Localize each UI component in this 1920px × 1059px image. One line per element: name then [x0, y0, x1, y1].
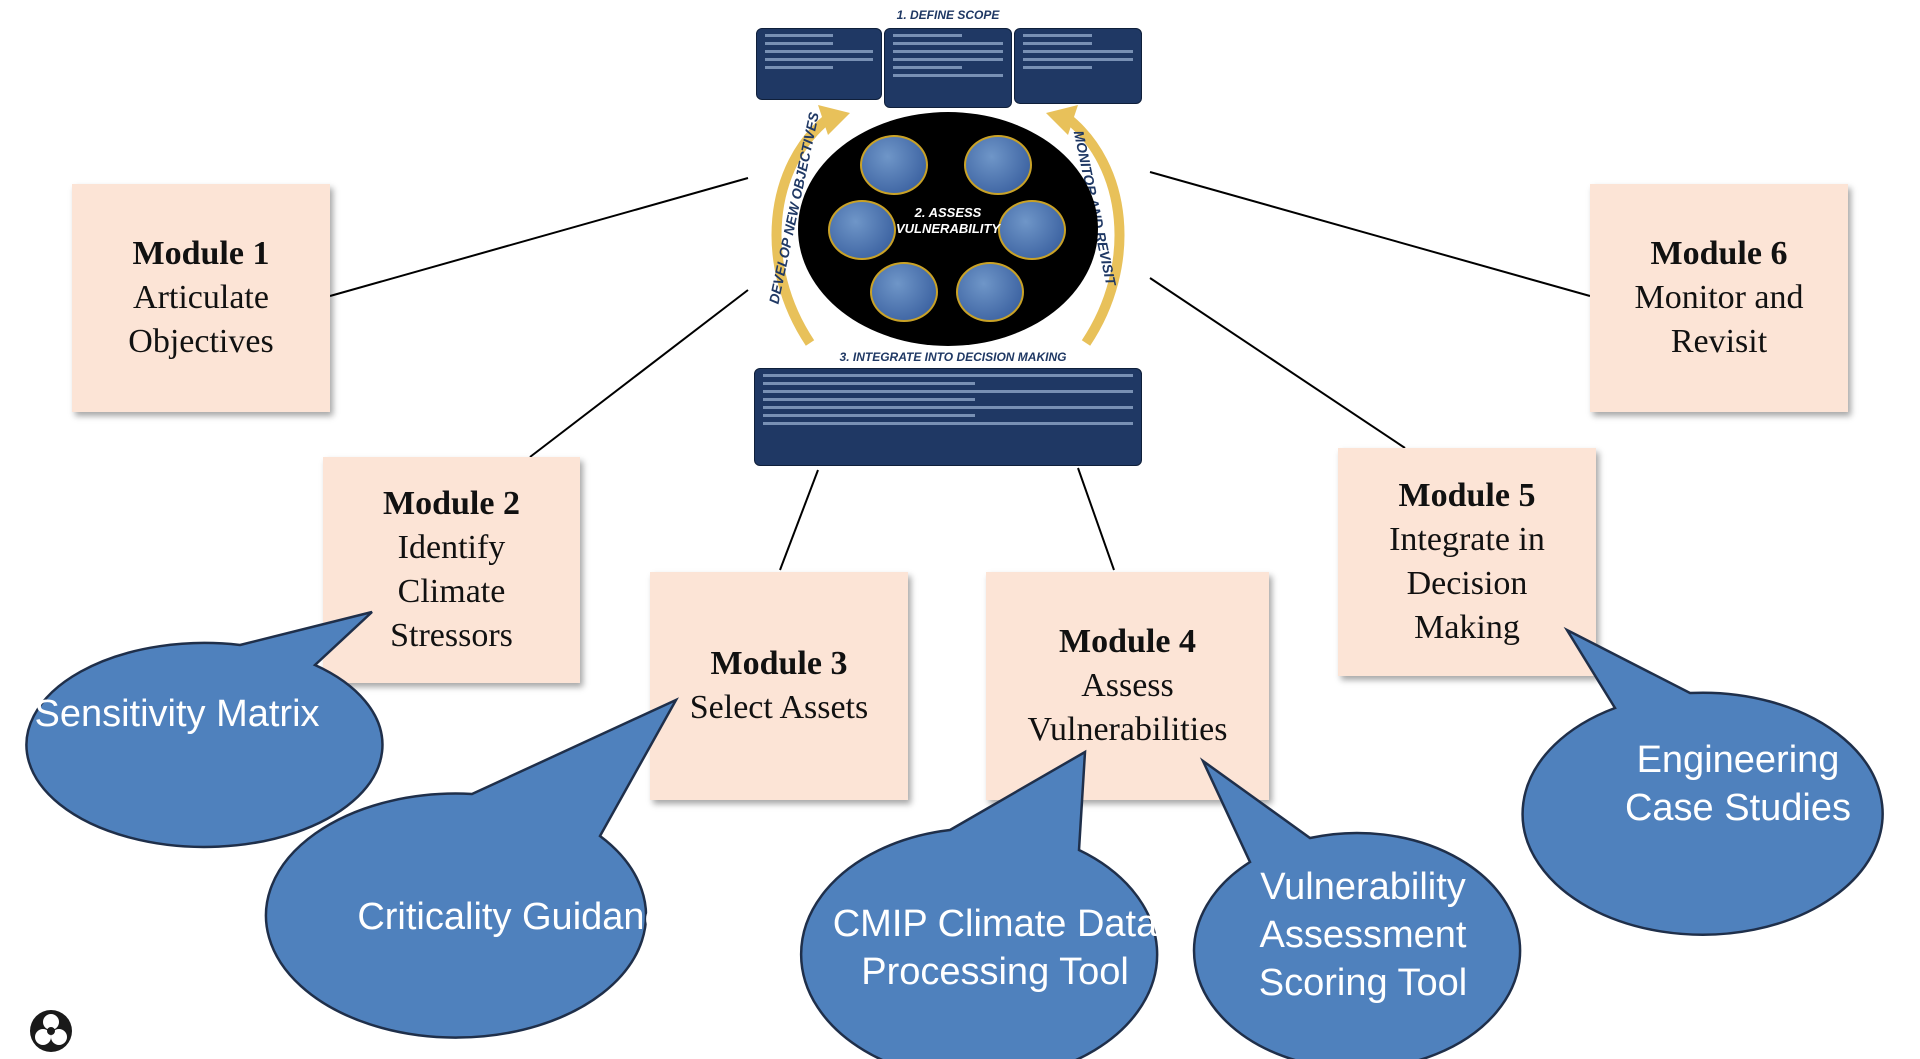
- callout-shape-sensitivity-matrix: [25, 610, 384, 849]
- callout-shape-engineering-case-studies: [1521, 626, 1884, 936]
- callout-scoring-tool: Vulnerability Assessment Scoring Tool: [1202, 860, 1524, 1010]
- callout-4-line-1: Vulnerability: [1260, 866, 1466, 908]
- callout-engineering-case-studies: Engineering Case Studies: [1556, 732, 1920, 836]
- callout-4-line-2: Assessment: [1259, 914, 1467, 956]
- scope-box-right: [1014, 28, 1142, 104]
- callout-2-line-1: Criticality Guidance: [357, 896, 685, 938]
- step-bubble-1: [860, 135, 928, 195]
- module-3-box: Module 3 Select Assets: [650, 572, 908, 800]
- module-6-line-2: Revisit: [1670, 323, 1768, 360]
- connector-module-4: [1077, 467, 1115, 571]
- module-5-line-3: Making: [1414, 609, 1520, 646]
- scope-box-center: [884, 28, 1012, 108]
- module-2-line-1: Identify: [397, 529, 506, 566]
- callout-shape-scoring-tool: [1192, 757, 1522, 1059]
- module-5-title: Module 5: [1398, 477, 1536, 514]
- callout-shape-cmip-tool: [799, 749, 1159, 1059]
- module-2-title: Module 2: [383, 485, 520, 522]
- stage2-heading: 2. ASSESS VULNERABILITY: [888, 205, 1008, 237]
- module-4-title: Module 4: [1059, 623, 1196, 660]
- scope-box-left: [756, 28, 882, 100]
- module-4-line-2: Vulnerabilities: [1027, 711, 1228, 748]
- module-6-title: Module 6: [1650, 235, 1788, 272]
- cycle-arrows: [771, 105, 1125, 346]
- module-1-box: Module 1 Articulate Objectives: [72, 184, 330, 412]
- connector-module-1: [329, 177, 749, 297]
- decision-making-box: [754, 368, 1142, 466]
- module-3-line-1: Select Assets: [689, 689, 869, 726]
- module-1-line-2: Objectives: [128, 323, 274, 360]
- module-1-title: Module 1: [132, 235, 270, 272]
- callout-3-line-1: CMIP Climate Data: [832, 903, 1158, 945]
- callout-1-line-1: Sensitivity Matrix: [34, 693, 320, 735]
- stage1-heading: 1. DEFINE SCOPE: [896, 8, 1000, 22]
- module-6-line-1: Monitor and: [1634, 279, 1804, 316]
- connector-module-2: [529, 289, 749, 458]
- step-bubble-5: [870, 262, 938, 322]
- callout-criticality-guidance: Criticality Guidance: [326, 882, 716, 952]
- callout-5-line-2: Case Studies: [1624, 787, 1851, 829]
- module-5-box: Module 5 Integrate in Decision Making: [1338, 448, 1596, 676]
- stage2-line-2: VULNERABILITY: [896, 221, 1000, 236]
- module-1-line-1: Articulate: [133, 279, 269, 316]
- module-2-line-2: Climate: [397, 573, 506, 610]
- connector-module-6: [1149, 171, 1591, 297]
- callout-sensitivity-matrix: Sensitivity Matrix: [2, 679, 352, 749]
- module-2-box: Module 2 Identify Climate Stressors: [323, 457, 580, 683]
- framework-diagram: 1. DEFINE SCOPE DEVELOP NEW OBJECTIVES M…: [748, 0, 1148, 470]
- connector-module-3: [779, 469, 819, 571]
- module-3-title: Module 3: [710, 645, 848, 682]
- step-bubble-4: [998, 200, 1066, 260]
- step-bubble-3: [828, 200, 896, 260]
- dot-triskelion-icon: [30, 1010, 72, 1052]
- callout-4-line-3: Scoring Tool: [1258, 962, 1468, 1004]
- module-2-line-3: Stressors: [390, 617, 513, 654]
- module-4-box: Module 4 Assess Vulnerabilities: [986, 572, 1269, 800]
- stage3-heading: 3. INTEGRATE INTO DECISION MAKING: [839, 350, 1067, 364]
- stage2-line-1: 2. ASSESS: [914, 205, 982, 220]
- module-4-line-1: Assess: [1081, 667, 1174, 704]
- module-6-box: Module 6 Monitor and Revisit: [1590, 184, 1848, 412]
- step-bubble-6: [956, 262, 1024, 322]
- connector-module-5: [1149, 277, 1406, 449]
- callout-cmip-tool: CMIP Climate Data Processing Tool: [812, 898, 1178, 998]
- callout-shape-criticality-guidance: [264, 697, 679, 1039]
- callout-3-line-2: Processing Tool: [861, 951, 1129, 993]
- module-5-line-1: Integrate in: [1389, 521, 1545, 558]
- callout-5-line-1: Engineering: [1636, 739, 1840, 781]
- step-bubble-2: [964, 135, 1032, 195]
- module-5-line-2: Decision: [1406, 565, 1528, 602]
